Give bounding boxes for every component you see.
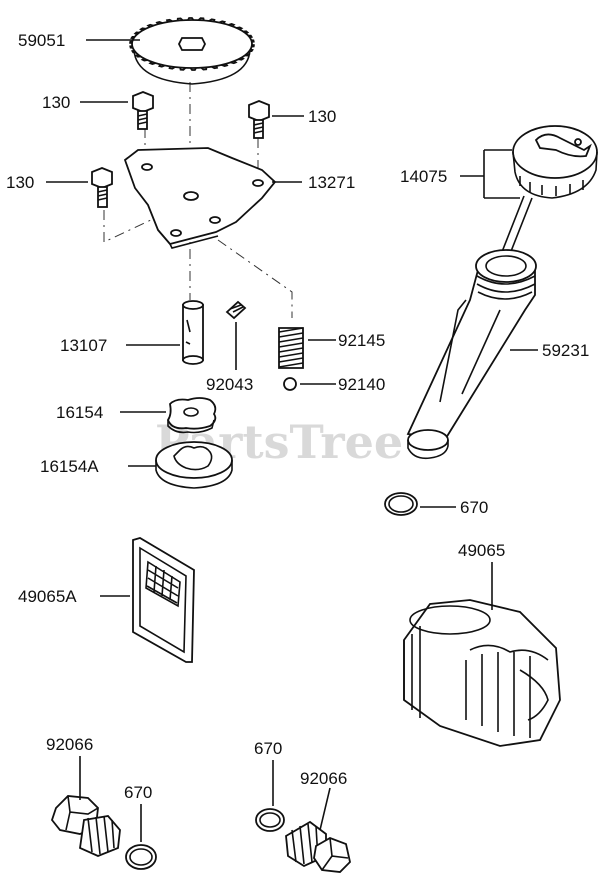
tube-59231[interactable] <box>406 249 537 460</box>
plate-13271[interactable] <box>123 147 277 249</box>
label-670-c: 670 <box>254 739 282 758</box>
label-92043: 92043 <box>206 375 253 394</box>
inner-rotor-16154[interactable] <box>166 397 217 434</box>
part-labels: 59051 130 130 130 13271 14075 13107 9214… <box>6 31 589 802</box>
label-130-c: 130 <box>6 173 34 192</box>
label-59051: 59051 <box>18 31 65 50</box>
gear-59051[interactable] <box>129 17 255 85</box>
shaft-13107[interactable] <box>182 300 204 365</box>
leader-lines <box>46 39 538 842</box>
label-130-b: 130 <box>308 107 336 126</box>
label-59231: 59231 <box>542 341 589 360</box>
pin-92043[interactable] <box>225 300 247 320</box>
label-92140: 92140 <box>338 375 385 394</box>
bolt-130-top-left[interactable] <box>132 91 154 130</box>
ball-92140[interactable] <box>283 377 297 391</box>
label-49065A: 49065A <box>18 587 77 606</box>
spring-92145[interactable] <box>278 327 304 369</box>
label-130-a: 130 <box>42 93 70 112</box>
drain-plug-92066-right[interactable] <box>285 820 351 873</box>
label-92066-a: 92066 <box>46 735 93 754</box>
label-92066-b: 92066 <box>300 769 347 788</box>
drain-plug-92066-left[interactable] <box>50 795 121 857</box>
bolt-130-top-right[interactable] <box>248 100 270 139</box>
label-670-a: 670 <box>460 498 488 517</box>
bolt-130-left[interactable] <box>91 167 113 208</box>
label-13271: 13271 <box>308 173 355 192</box>
dipstick-14075[interactable] <box>497 125 598 265</box>
label-92145: 92145 <box>338 331 385 350</box>
label-16154: 16154 <box>56 403 103 422</box>
outer-rotor-16154A[interactable] <box>155 441 233 489</box>
label-670-b: 670 <box>124 783 152 802</box>
oil-filter-49065[interactable] <box>403 599 561 747</box>
label-14075: 14075 <box>400 167 447 186</box>
label-13107: 13107 <box>60 336 107 355</box>
label-16154A: 16154A <box>40 457 99 476</box>
label-49065: 49065 <box>458 541 505 560</box>
strainer-49065A[interactable] <box>132 537 195 663</box>
